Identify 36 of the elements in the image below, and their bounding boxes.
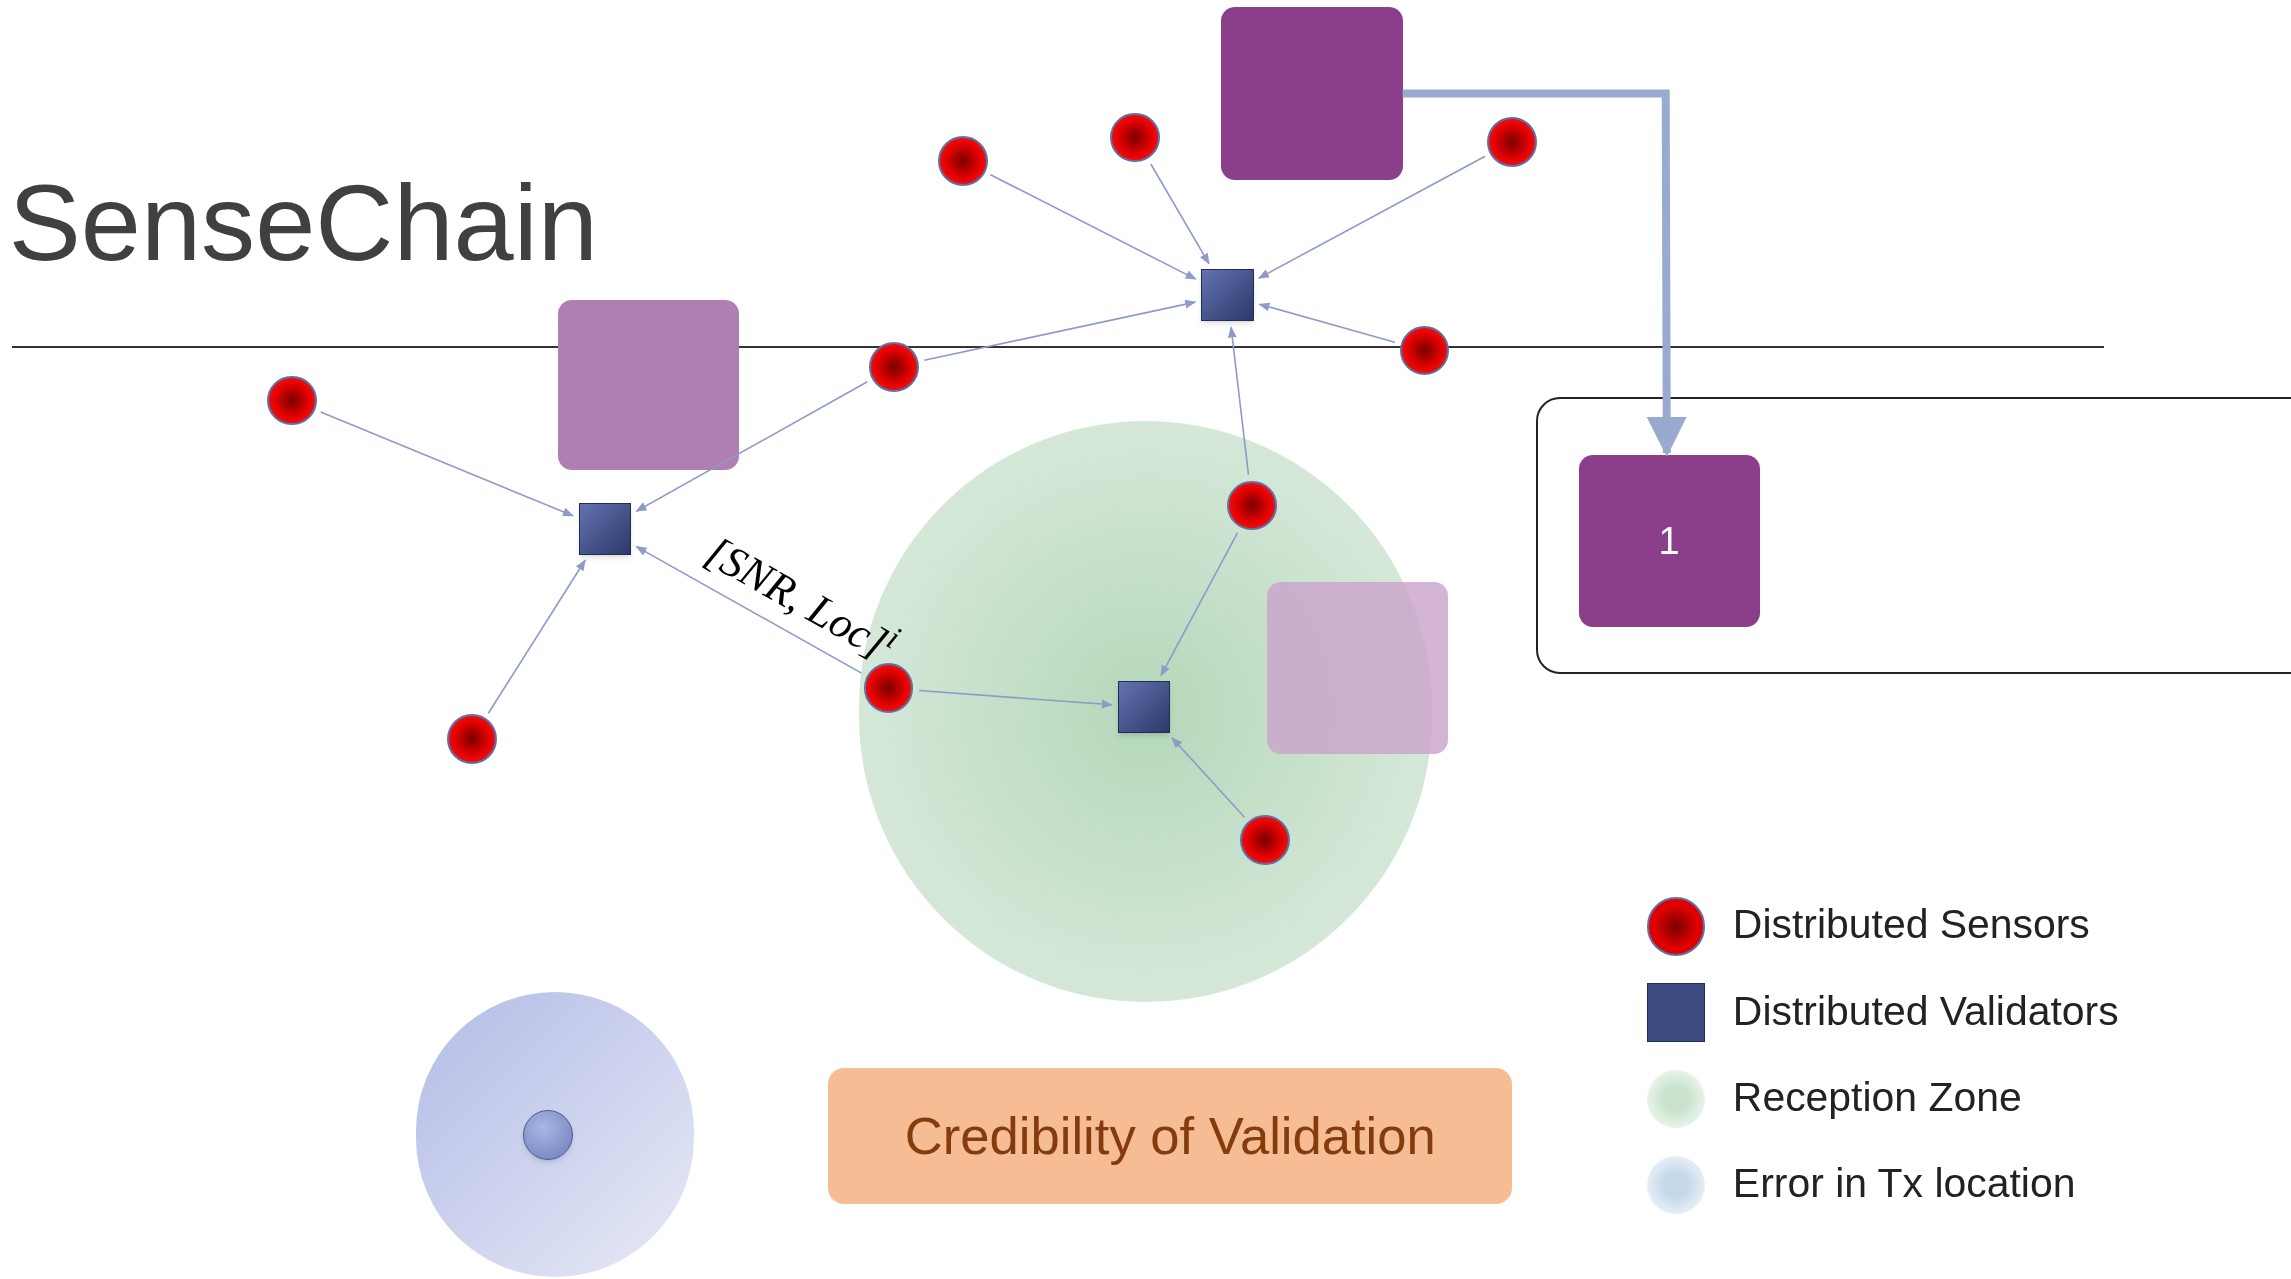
arrow — [1171, 737, 1246, 819]
validator-square — [1201, 268, 1254, 322]
sensor-marker — [1227, 480, 1277, 531]
arrow — [918, 689, 1113, 709]
validator-square — [1117, 680, 1171, 734]
validator-square — [578, 502, 632, 556]
arrow — [1227, 326, 1250, 476]
legend-label: Reception Zone — [1732, 1076, 2022, 1118]
sensor-marker — [938, 135, 988, 186]
arrow — [635, 545, 863, 674]
rounded-square — [1221, 7, 1403, 180]
legend-label: Distributed Sensors — [1732, 904, 2090, 946]
arrow — [1258, 302, 1396, 344]
label-box — [828, 1068, 1513, 1204]
arrow — [487, 559, 586, 714]
legend-label: Error in Tx location — [1732, 1163, 2076, 1204]
sensor-marker — [869, 341, 919, 392]
arrow — [923, 299, 1197, 362]
arrow — [319, 411, 575, 517]
sensor-marker — [447, 714, 497, 765]
legend-label: Distributed Validators — [1732, 990, 2119, 1032]
sensor-marker — [863, 663, 914, 713]
rounded-square — [1578, 454, 1760, 628]
arrow — [635, 381, 869, 512]
rounded-square — [1266, 581, 1448, 754]
arrow — [1160, 531, 1239, 677]
arrow — [1257, 155, 1486, 279]
rounded-square — [558, 299, 740, 471]
rounded-panel — [1535, 397, 2291, 674]
sensor-marker — [1240, 815, 1291, 865]
title: SenseChain — [8, 163, 598, 283]
arrow — [989, 173, 1197, 280]
box-label: Credibility of Validation — [904, 1104, 1436, 1167]
arrow — [1150, 163, 1210, 265]
box-number: 1 — [1658, 518, 1680, 564]
arrow — [1402, 89, 1687, 457]
